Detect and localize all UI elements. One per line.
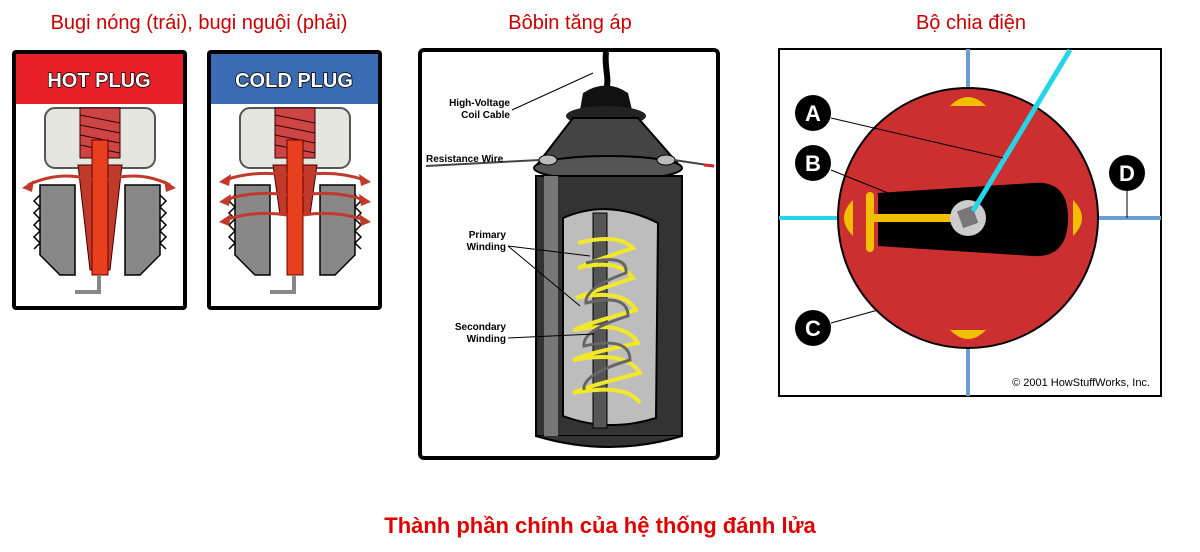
marker-d-text: D: [1119, 161, 1135, 186]
marker-b: B: [795, 145, 889, 194]
cold-plug-label: COLD PLUG: [235, 70, 353, 92]
resistance-wire-label: Resistance Wire: [426, 154, 504, 165]
marker-a: A: [795, 95, 1004, 159]
spark-plugs-diagram: HOT PLUG COLD PLUG: [12, 50, 382, 310]
marker-a-text: A: [805, 101, 821, 126]
marker-c: C: [795, 309, 879, 346]
primary-winding-label-line2: Winding: [467, 242, 506, 253]
cold-plug-panel: COLD PLUG: [207, 50, 382, 310]
marker-c-text: C: [805, 316, 821, 341]
copyright-text: © 2001 HowStuffWorks, Inc.: [1012, 377, 1150, 389]
hot-plug-label: HOT PLUG: [47, 70, 150, 92]
spark-plugs-title: Bugi nóng (trái), bugi nguội (phải): [50, 12, 348, 34]
primary-winding-label-line1: Primary: [469, 230, 507, 241]
coil-cable-label: High-Voltage Coil Cable: [449, 72, 594, 121]
secondary-winding-label-line1: Secondary: [455, 322, 507, 333]
coil-cable-label-line1: High-Voltage: [449, 98, 510, 109]
coil-cable-label-line2: Coil Cable: [461, 110, 510, 121]
coil-title: Bôbin tăng áp: [508, 12, 632, 34]
secondary-winding-label-line2: Winding: [467, 334, 506, 345]
distributor-title: Bộ chia điện: [915, 12, 1027, 34]
figure-caption: Thành phần chính của hệ thống đánh lửa: [384, 513, 816, 538]
cold-plug-header: [211, 54, 378, 104]
distributor-diagram: A B C D © 2001 HowStuffWorks, Inc.: [778, 48, 1162, 397]
marker-d: D: [1109, 155, 1145, 218]
marker-b-text: B: [805, 151, 821, 176]
hot-plug-header: [16, 54, 183, 104]
primary-winding-label: Primary Winding: [467, 230, 591, 307]
hot-plug-panel: HOT PLUG: [12, 50, 187, 310]
ignition-coil-diagram: High-Voltage Coil Cable Resistance Wire …: [418, 48, 720, 460]
secondary-winding-label: Secondary Winding: [455, 322, 595, 345]
